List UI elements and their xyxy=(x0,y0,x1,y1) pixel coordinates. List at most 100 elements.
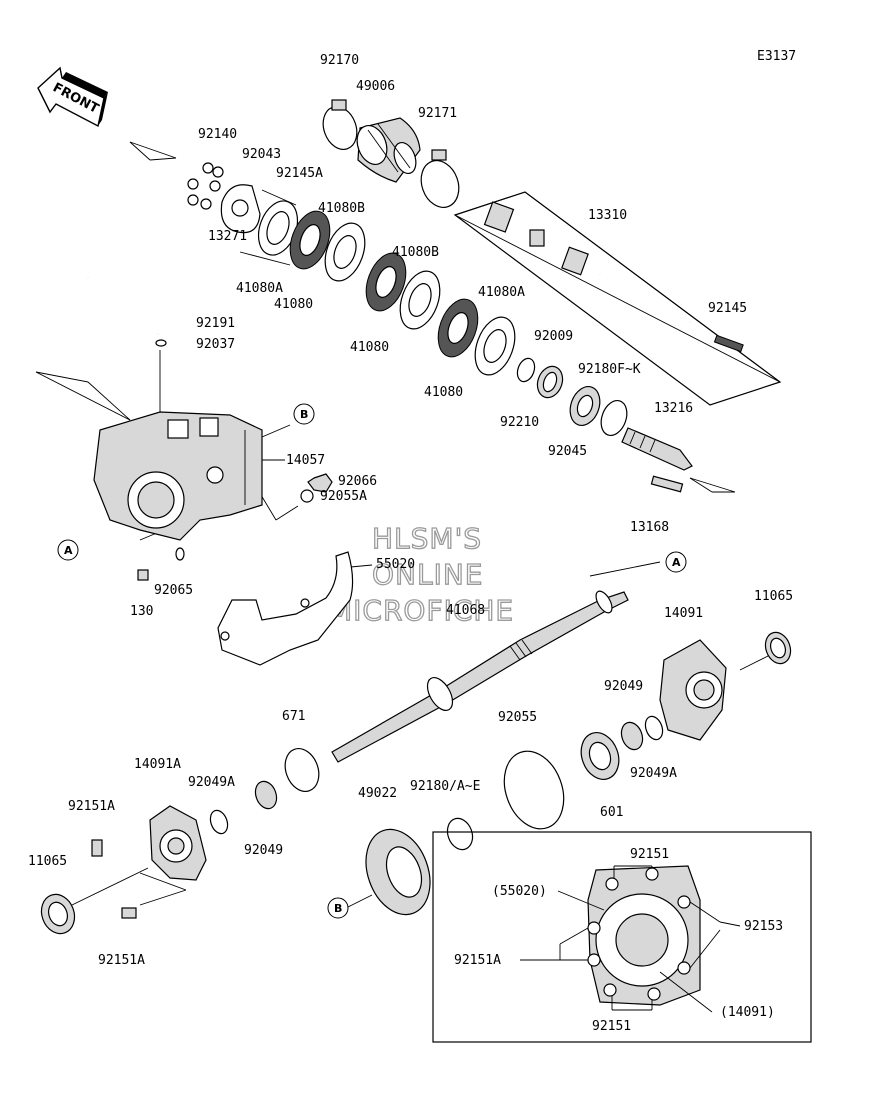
label-inset-55020: (55020) xyxy=(492,884,547,899)
diagram-code: E3137 xyxy=(757,49,796,64)
label-130: 130 xyxy=(130,604,153,619)
clutch-disc-41080-3 xyxy=(437,298,479,358)
seal-11065-left xyxy=(40,893,76,935)
label-92049A-left: 92049A xyxy=(188,775,235,790)
label-92037: 92037 xyxy=(196,337,235,352)
watermark-line-3: MICROFICHE xyxy=(328,594,514,627)
label-92180FK: 92180F~K xyxy=(578,362,641,377)
label-55020: 55020 xyxy=(376,557,415,572)
label-41080-3: 41080 xyxy=(424,385,463,400)
label-11065-left: 11065 xyxy=(28,854,67,869)
label-11065-right: 11065 xyxy=(754,589,793,604)
front-arrow-icon: FRONT xyxy=(37,66,108,128)
label-49022: 49022 xyxy=(358,786,397,801)
housing-14091 xyxy=(659,639,727,741)
oring-92055A xyxy=(300,489,314,503)
callout-A-1: A xyxy=(57,539,79,561)
label-92145A: 92145A xyxy=(276,166,323,181)
label-92049-left: 92049 xyxy=(244,843,283,858)
label-13168: 13168 xyxy=(630,520,669,535)
label-49006: 49006 xyxy=(356,79,395,94)
clip-92037 xyxy=(155,339,167,347)
svg-text:B: B xyxy=(334,902,342,915)
ring-gear-49022 xyxy=(365,828,431,916)
callout-B-2: B xyxy=(327,897,349,919)
svg-text:A: A xyxy=(64,544,73,557)
bearing-601 xyxy=(580,732,620,780)
watermark: HLSM'S ONLINE MICROFICHE xyxy=(327,521,514,627)
shim-92180AE xyxy=(446,817,474,851)
seal-92049A-left xyxy=(209,809,229,835)
label-671: 671 xyxy=(282,709,305,724)
seal-92009 xyxy=(536,365,564,399)
label-41080-1: 41080 xyxy=(274,297,313,312)
label-14057: 14057 xyxy=(286,453,325,468)
label-92009: 92009 xyxy=(534,329,573,344)
label-41080A-2: 41080A xyxy=(478,285,525,300)
callout-A-2: A xyxy=(665,551,687,573)
clamp-92171 xyxy=(420,149,460,208)
label-601: 601 xyxy=(600,805,623,820)
seal-92049-right xyxy=(620,721,644,751)
seal-11065-right xyxy=(764,631,792,665)
oring-92055 xyxy=(503,750,565,830)
bolt-13168 xyxy=(650,475,684,493)
part-labels: 92170 49006 92171 92140 92043 92145A 410… xyxy=(28,53,793,1034)
label-92065: 92065 xyxy=(154,583,193,598)
label-92191: 92191 xyxy=(196,316,235,331)
clutch-disc-41080A-1 xyxy=(257,200,299,256)
label-92210: 92210 xyxy=(500,415,539,430)
nut-92066 xyxy=(307,473,333,493)
clutch-disc-41080-1 xyxy=(289,210,331,270)
label-13310: 13310 xyxy=(588,208,627,223)
label-92170: 92170 xyxy=(320,53,359,68)
svg-text:B: B xyxy=(300,408,308,421)
label-41080A-1: 41080A xyxy=(236,281,283,296)
label-92049-right: 92049 xyxy=(604,679,643,694)
label-41080B-2: 41080B xyxy=(392,245,439,260)
clutch-disc-41080B-2 xyxy=(399,270,441,330)
seal-92210 xyxy=(516,357,536,383)
clutch-disc-41080A-2 xyxy=(474,316,516,376)
label-92055A: 92055A xyxy=(320,489,367,504)
bolt-92151A-2 xyxy=(121,907,137,919)
label-41080-2: 41080 xyxy=(350,340,389,355)
breather-hose-92191 xyxy=(87,276,165,336)
plate-13271 xyxy=(220,184,261,234)
label-92180AE: 92180/A~E xyxy=(410,779,480,794)
housing-14091A xyxy=(149,805,207,881)
pinion-13216 xyxy=(621,427,693,471)
shim-92180FK xyxy=(600,399,628,437)
label-inset-92151-top: 92151 xyxy=(630,847,669,862)
label-14091A: 14091A xyxy=(134,757,181,772)
callout-B-1: B xyxy=(293,403,315,425)
label-41068: 41068 xyxy=(446,603,485,618)
svg-text:A: A xyxy=(672,556,681,569)
label-13216: 13216 xyxy=(654,401,693,416)
clutch-disc-41080-2 xyxy=(365,252,407,312)
label-92066: 92066 xyxy=(338,474,377,489)
label-92140: 92140 xyxy=(198,127,237,142)
label-92145: 92145 xyxy=(708,301,747,316)
case-14057 xyxy=(93,411,263,541)
watermark-line-2: ONLINE xyxy=(372,558,483,591)
label-inset-14091: (14091) xyxy=(720,1005,775,1020)
balls-92140 xyxy=(187,162,224,210)
clutch-disc-41080B-1 xyxy=(324,222,366,282)
washer-92065 xyxy=(175,547,185,561)
seal-92049A-right xyxy=(644,715,664,741)
bracket-55020 xyxy=(217,551,354,666)
propeller-shaft-13310 xyxy=(453,191,782,406)
label-92055: 92055 xyxy=(498,710,537,725)
label-92049A-right: 92049A xyxy=(630,766,677,781)
label-92151A-1: 92151A xyxy=(68,799,115,814)
inset-view xyxy=(432,831,812,1043)
shaft-41068 xyxy=(331,590,629,763)
pin-92145 xyxy=(713,334,744,353)
label-inset-92151-bottom: 92151 xyxy=(592,1019,631,1034)
label-92151A-2: 92151A xyxy=(98,953,145,968)
label-92045: 92045 xyxy=(548,444,587,459)
label-inset-92153: 92153 xyxy=(744,919,783,934)
label-92043: 92043 xyxy=(242,147,281,162)
